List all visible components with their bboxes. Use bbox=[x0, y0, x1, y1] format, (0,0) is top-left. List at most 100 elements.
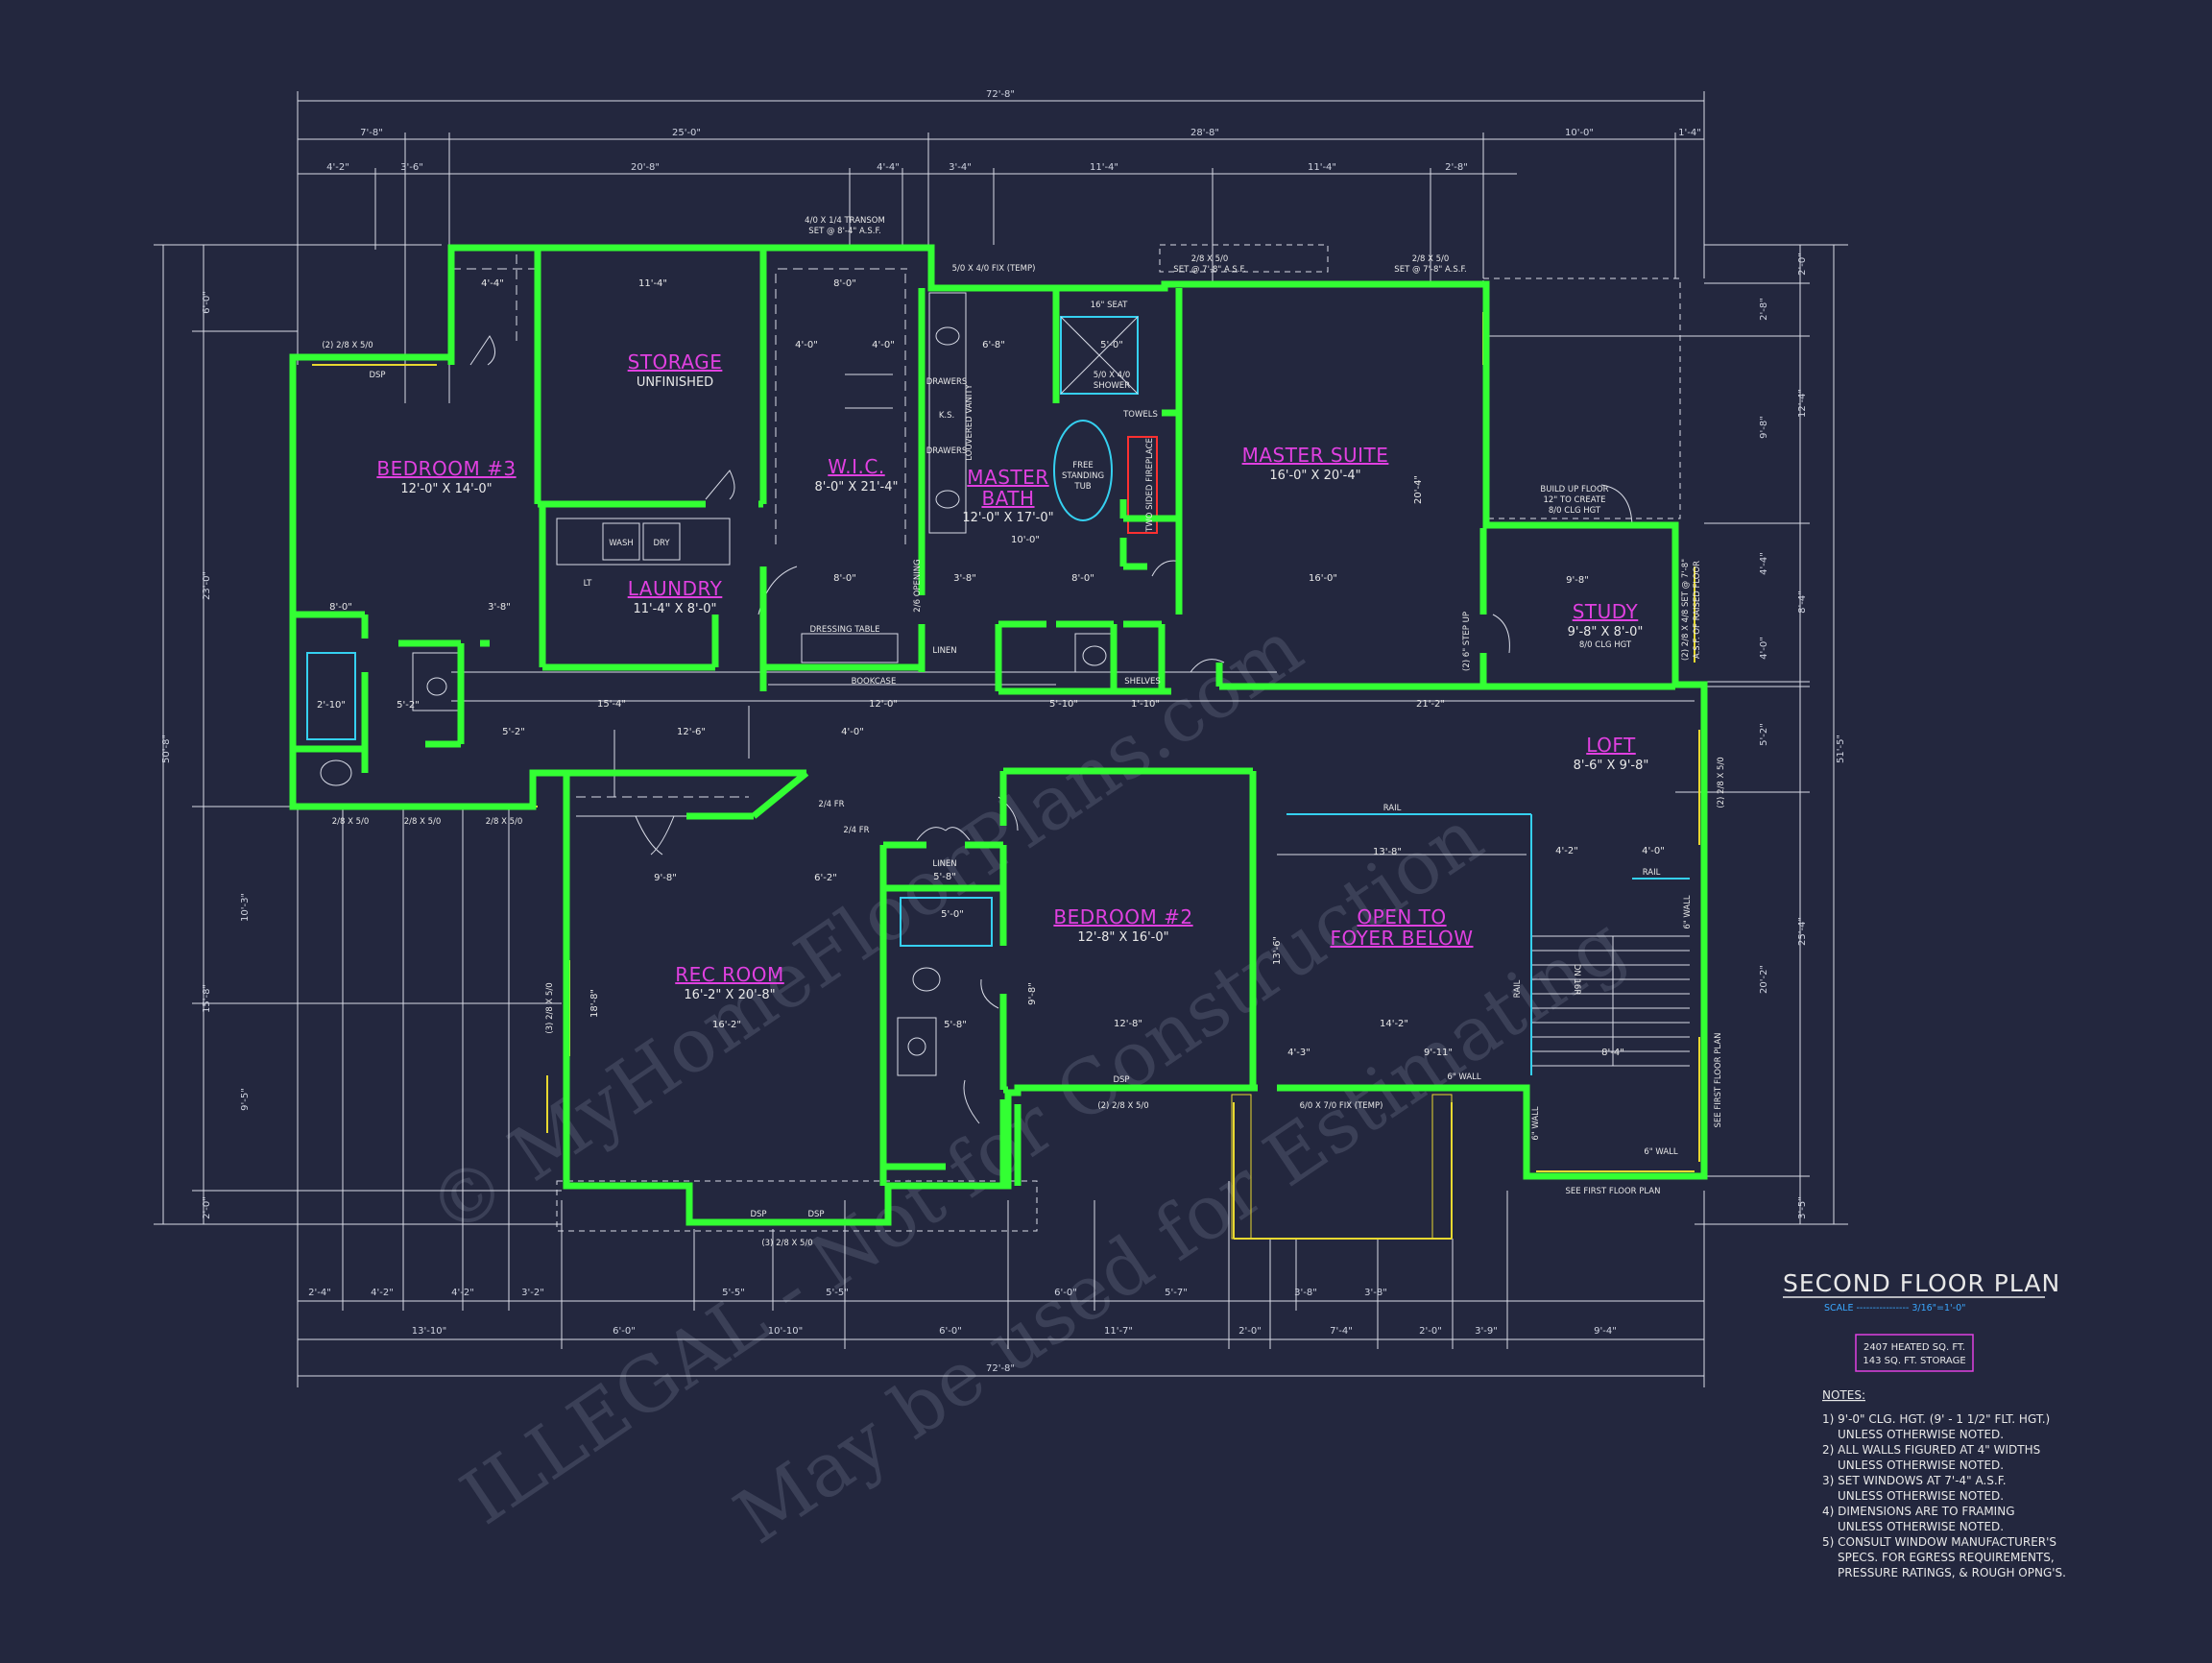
idim-linen-a: 5'-8" bbox=[933, 872, 956, 882]
idim-study-a: 9'-8" bbox=[1566, 575, 1589, 586]
dim-right2-b: 2'-8" bbox=[1759, 298, 1769, 321]
note-line-6: UNLESS OTHERWISE NOTED. bbox=[1838, 1489, 2004, 1503]
dim-bot2-h: 2'-0" bbox=[1419, 1326, 1442, 1337]
note-tub-3: TUB bbox=[1073, 482, 1091, 492]
note-win-ms1: 2/8 X 5/0 bbox=[1191, 254, 1229, 264]
dim-bot2-g: 7'-4" bbox=[1330, 1326, 1353, 1337]
note-w2850-a: 2/8 X 5/0 bbox=[332, 817, 370, 827]
idim-open-d: 4'-3" bbox=[1287, 1048, 1310, 1058]
idim-bath-a: 5'-0" bbox=[941, 909, 964, 920]
idim-hall-g: 4'-0" bbox=[841, 727, 864, 737]
bay-walls bbox=[1231, 1094, 1453, 1240]
dim-top3-b: 3'-6" bbox=[400, 162, 423, 173]
dim-top2-a: 7'-8" bbox=[360, 128, 383, 138]
dim-left2-c: 10'-3" bbox=[240, 893, 251, 922]
note-rail-3: RAIL bbox=[1513, 979, 1523, 998]
dim-left2-d: 15'-8" bbox=[202, 984, 212, 1013]
idim-br3-b: 3'-8" bbox=[488, 602, 511, 613]
note-shower: 5/0 X 4/0 bbox=[1094, 371, 1131, 380]
room-bedroom-3-size: 12'-0" X 14'-0" bbox=[400, 482, 492, 496]
note-wall6-b: 6" WALL bbox=[1644, 1147, 1678, 1157]
watermark: © MyHomeFloorPlans.com ILLEGAL - Not for… bbox=[413, 605, 1640, 1561]
idim-mb-d: 3'-8" bbox=[953, 573, 976, 584]
dim-bot1-h: 5'-7" bbox=[1165, 1288, 1188, 1298]
note-shelves: SHELVES bbox=[1124, 677, 1161, 687]
room-study-size: 9'-8" X 8'-0" bbox=[1568, 625, 1644, 639]
stairs bbox=[1531, 935, 1690, 1067]
room-loft-size: 8'-6" X 9'-8" bbox=[1574, 759, 1649, 773]
idim-rec-c: 16'-2" bbox=[712, 1020, 741, 1030]
note-rail-2: RAIL bbox=[1643, 868, 1661, 878]
dim-right-overall: 51'-5" bbox=[1836, 735, 1846, 763]
idim-wic-b: 4'-0" bbox=[795, 340, 818, 350]
idim-mb-e: 8'-0" bbox=[1071, 573, 1094, 584]
note-line-2: UNLESS OTHERWISE NOTED. bbox=[1838, 1428, 2004, 1441]
note-wash: WASH bbox=[609, 539, 634, 548]
idim-wic-c: 4'-0" bbox=[872, 340, 895, 350]
note-lt: LT bbox=[584, 579, 593, 589]
idim-br3-a: 8'-0" bbox=[329, 602, 352, 613]
dim-bot2-i: 3'-9" bbox=[1475, 1326, 1498, 1337]
dim-left2-a: 6'-0" bbox=[202, 291, 212, 314]
dim-top2-b: 25'-0" bbox=[672, 128, 701, 138]
room-open-foyer: OPEN TO bbox=[1357, 905, 1446, 928]
idim-ms-a: 16'-0" bbox=[1309, 573, 1337, 584]
idim-br2-b: 9'-8" bbox=[1027, 982, 1038, 1005]
room-rec-room-size: 16'-2" X 20'-8" bbox=[684, 988, 775, 1002]
note-ks: K.S. bbox=[939, 411, 954, 421]
note-line-4: UNLESS OTHERWISE NOTED. bbox=[1838, 1458, 2004, 1472]
dim-bot2-d: 6'-0" bbox=[939, 1326, 962, 1337]
note-w2850-b: 2/8 X 5/0 bbox=[404, 817, 442, 827]
plan-title: SECOND FLOOR PLAN bbox=[1783, 1269, 2060, 1297]
idim-hall-e: 21'-2" bbox=[1416, 699, 1445, 710]
idim-bath3-b: 5'-2" bbox=[397, 700, 420, 711]
note-win-l3: (3) 2/8 X 5/0 bbox=[545, 982, 555, 1033]
dim-top-overall: 72'-8" bbox=[986, 89, 1015, 100]
dim-top3-e: 3'-4" bbox=[949, 162, 972, 173]
note-study-win: (2) 2/8 X 4/8 SET @ 7'-8" bbox=[1681, 559, 1691, 661]
idim-open-c: 14'-2" bbox=[1380, 1019, 1408, 1029]
dim-right2-d: 9'-8" bbox=[1759, 416, 1769, 439]
idim-wic-a: 8'-0" bbox=[833, 278, 856, 289]
dim-bot1-a: 2'-4" bbox=[308, 1288, 331, 1298]
note-build-up: BUILD UP FLOOR bbox=[1540, 485, 1608, 494]
plan-scale: SCALE ---------------- 3/16"=1'-0" bbox=[1824, 1303, 1966, 1314]
note-build-up-2: 12" TO CREATE bbox=[1544, 495, 1606, 505]
notes-title: NOTES: bbox=[1822, 1388, 1865, 1402]
dim-top2-e: 1'-4" bbox=[1678, 128, 1701, 138]
note-fix-2: 6/0 X 7/0 FIX (TEMP) bbox=[1300, 1101, 1383, 1111]
dim-bot1-i: 3'-8" bbox=[1294, 1288, 1317, 1298]
idim-rec-b: 6'-2" bbox=[814, 873, 837, 883]
note-towels: TOWELS bbox=[1122, 410, 1158, 420]
idim-hall-c: 5'-10" bbox=[1049, 699, 1078, 710]
dim-bot2-c: 10'-10" bbox=[768, 1326, 803, 1337]
dim-top2-d: 10'-0" bbox=[1565, 128, 1594, 138]
room-storage: STORAGE bbox=[628, 350, 723, 374]
dim-right2-h: 5'-2" bbox=[1759, 723, 1769, 746]
idim-wic-e: 8'-0" bbox=[833, 573, 856, 584]
note-drawers-1: DRAWERS bbox=[926, 377, 968, 387]
idim-hall-f: 12'-6" bbox=[677, 727, 706, 737]
dim-bot1-f: 5'-5" bbox=[826, 1288, 849, 1298]
note-line-7: 4) DIMENSIONS ARE TO FRAMING bbox=[1822, 1505, 2015, 1518]
dim-top3-g: 11'-4" bbox=[1308, 162, 1336, 173]
idim-mb-b: 5'-0" bbox=[1100, 340, 1123, 350]
idim-mb-c: 10'-0" bbox=[1011, 535, 1040, 545]
dim-bot1-d: 3'-2" bbox=[521, 1288, 544, 1298]
dim-bot2-f: 2'-0" bbox=[1238, 1326, 1262, 1337]
room-master-bath-size: 12'-0" X 17'-0" bbox=[962, 511, 1053, 525]
idim-br2-a: 12'-8" bbox=[1114, 1019, 1142, 1029]
note-tub-2: STANDING bbox=[1062, 471, 1104, 481]
note-fireplace: TWO SIDED FIREPLACE bbox=[1145, 438, 1155, 533]
dim-right2-a: 2'-0" bbox=[1797, 253, 1808, 276]
dim-left-overall: 50'-8" bbox=[161, 735, 172, 763]
area-heated: 2407 HEATED SQ. FT. bbox=[1863, 1342, 1965, 1353]
note-line-9: 5) CONSULT WINDOW MANUFACTURER'S bbox=[1822, 1535, 2056, 1549]
note-win-b2: (2) 2/8 X 5/0 bbox=[1717, 757, 1726, 807]
dim-bot2-j: 9'-4" bbox=[1594, 1326, 1617, 1337]
idim-storage-a: 11'-4" bbox=[638, 278, 667, 289]
dim-top3-d: 4'-4" bbox=[877, 162, 900, 173]
note-opening: 2/6 OPENING bbox=[913, 559, 923, 612]
idim-hall-h: 5'-2" bbox=[502, 727, 525, 737]
